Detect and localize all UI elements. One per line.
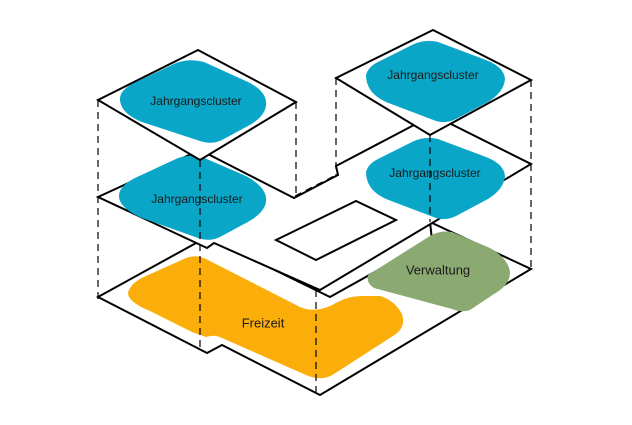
middle-left-cluster [119,155,267,240]
middle-right-cluster-label: Jahrgangscluster [389,166,480,180]
verwaltung-label: Verwaltung [406,262,470,277]
top-right-cluster [366,40,505,123]
verwaltung-zone [367,231,510,312]
freizeit-label: Freizeit [242,315,285,330]
middle-floor: Jahrgangscluster Jahrgangscluster [95,113,534,292]
top-right-cluster-label: Jahrgangscluster [387,68,478,82]
vertical-guides [97,78,532,392]
atrium-opening [273,199,399,262]
top-left-cluster [120,60,267,143]
ground-floor: Freizeit Verwaltung [95,220,534,397]
middle-right-cluster [366,137,505,220]
middle-left-cluster-label: Jahrgangscluster [151,192,242,206]
freizeit-zone [128,256,404,379]
top-floor: Jahrgangscluster Jahrgangscluster [95,28,534,162]
top-left-cluster-label: Jahrgangscluster [150,94,241,108]
